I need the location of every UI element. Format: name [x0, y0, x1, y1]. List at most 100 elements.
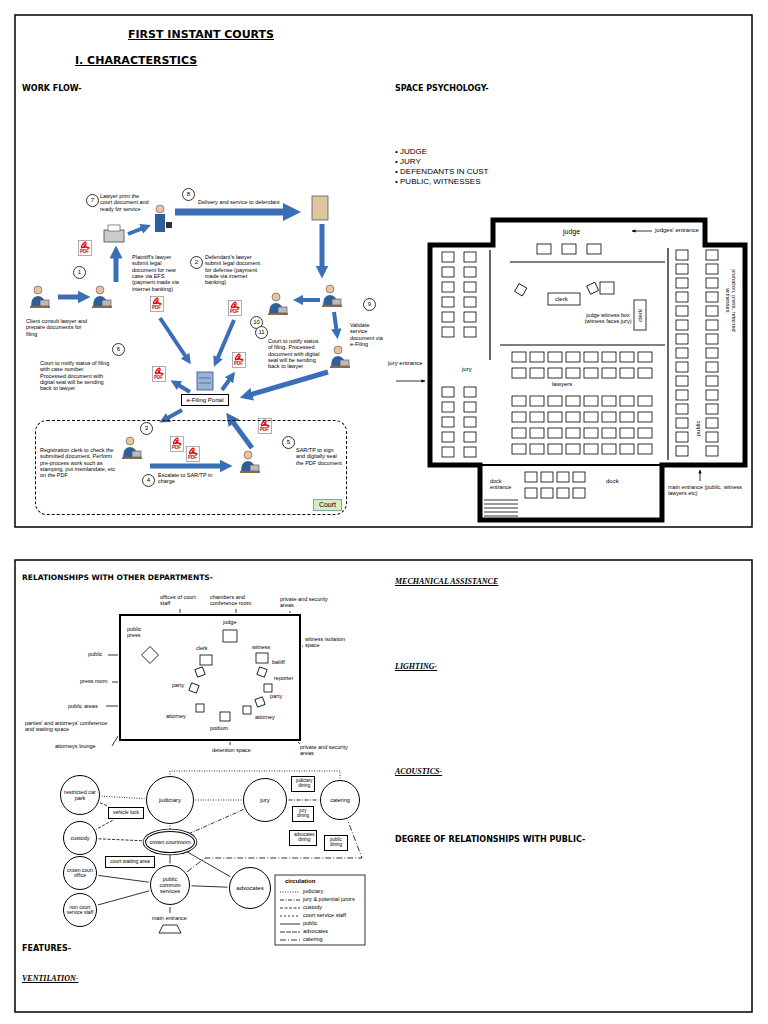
text-label: jury — [462, 366, 472, 373]
department-bubble: public common services — [150, 865, 190, 905]
department-bubble: crown court office — [63, 856, 97, 890]
callout-number: 1 — [73, 266, 86, 279]
text-label: • JURY — [395, 157, 421, 166]
callout-number: 11 — [255, 326, 268, 339]
legend-text: advocates — [303, 928, 328, 934]
callout-number: 4 — [142, 474, 155, 487]
text-label: dock entrance — [490, 478, 522, 491]
text-label: main entrance — [152, 915, 187, 921]
circulation-line — [99, 839, 144, 841]
text-label: offices of court staff — [160, 594, 202, 607]
process-box: public dining — [324, 835, 348, 851]
text-label: judge — [563, 228, 580, 236]
section-heading: WORK FLOW- — [22, 84, 82, 93]
text-label: Registration clerk to check the submitte… — [40, 447, 116, 479]
circulation-line — [187, 852, 231, 877]
circulation-line — [192, 886, 228, 887]
legend-sample — [280, 897, 300, 903]
node-text: vehicle lock — [113, 810, 139, 816]
text-label: clerk — [555, 296, 568, 303]
legend-row: public — [280, 920, 317, 927]
text-label: private and security areas — [300, 744, 355, 757]
circulation-line — [98, 875, 148, 882]
text-label: attorney — [166, 713, 186, 719]
process-box: jury dining — [292, 806, 314, 822]
text-label: bailiff — [272, 659, 285, 665]
section-heading: SPACE PSYCHOLOGY- — [395, 84, 489, 93]
section-heading: DEGREE OF RELATIONSHIPS WITH PUBLIC- — [395, 835, 585, 844]
callout-number: 2 — [190, 256, 203, 269]
callout-number: 3 — [140, 422, 153, 435]
circulation-line — [170, 826, 171, 830]
text-label: public — [88, 651, 102, 657]
circulation-line — [196, 800, 242, 801]
text-label: public — [696, 420, 703, 436]
section-heading: MECHANICAL ASSISTANCE — [395, 577, 498, 586]
text-label: lawyers — [552, 381, 572, 388]
legend-row: advocates — [280, 928, 328, 935]
circulation-line — [98, 891, 150, 905]
text-label: clerk — [637, 309, 644, 322]
legend-sample — [280, 905, 300, 911]
process-box: e-Filing Portal — [181, 394, 228, 407]
text-label: • JUDGE — [395, 147, 427, 156]
text-label: reporter — [274, 675, 293, 681]
text-label: clerk — [196, 645, 208, 651]
legend-sample — [280, 889, 300, 895]
text-label: main entrance (public, witness lawyers e… — [668, 484, 742, 497]
text-label: probation, press, retained witnesses — [725, 260, 738, 340]
legend-text: judiciary — [303, 888, 323, 894]
node-text: court waiting area — [110, 859, 149, 865]
pdf-tag: PDF — [188, 455, 197, 460]
department-bubble: catering — [320, 780, 360, 820]
section-heading: FEATURES- — [22, 944, 71, 953]
callout-number: 5 — [282, 436, 295, 449]
node-text: advocates — [236, 885, 263, 892]
text-label: witness isolation space — [305, 636, 353, 649]
node-text: judiciary dining — [296, 779, 313, 789]
node-text: e-Filing Portal — [186, 397, 223, 404]
pdf-tag: PDF — [234, 361, 243, 366]
node-text: Court — [313, 499, 342, 511]
text-label: witness — [252, 644, 270, 650]
text-label: • PUBLIC, WITNESSES — [395, 177, 480, 186]
node-text: crown court office — [66, 868, 94, 879]
section-heading: RELATIONSHIPS WITH OTHER DEPARTMENTS- — [22, 574, 213, 583]
text-label: private and security areas — [280, 596, 335, 609]
legend-text: public — [303, 920, 317, 926]
department-bubble: non court service staff — [63, 893, 97, 927]
process-box: judiciary dining — [291, 776, 315, 792]
text-label: Lawyer print the court document and read… — [100, 193, 150, 212]
node-text: jury dining — [297, 809, 309, 819]
pdf-tag: PDF — [152, 305, 161, 310]
node-text: advocates dining — [294, 833, 315, 843]
text-label: public areas — [68, 703, 98, 709]
node-text: judiciary — [159, 797, 181, 804]
legend-text: jury & potential jurors — [303, 896, 355, 902]
text-label: attorney — [255, 714, 275, 720]
callout-number: 7 — [86, 194, 99, 207]
text-label: chambers and conference room — [210, 594, 265, 607]
pdf-tag: PDF — [172, 445, 181, 450]
callout-number: 9 — [363, 298, 376, 311]
legend-text: custody — [303, 904, 322, 910]
legend-sample — [280, 921, 300, 927]
pdf-tag: PDF — [260, 427, 269, 432]
page-title: FIRST INSTANT COURTS — [128, 29, 274, 42]
department-bubble: custody — [63, 821, 97, 855]
text-label: parties' and attorneys' conference and w… — [25, 720, 115, 733]
node-text: custody — [71, 835, 90, 841]
circulation-line — [170, 855, 171, 864]
callout-number: 8 — [182, 188, 195, 201]
text-label: Defendant's lawyer submit legal document… — [205, 254, 263, 286]
circulation-line — [100, 803, 108, 806]
circulation-line — [96, 820, 112, 829]
node-text: non court service staff — [66, 905, 94, 916]
text-label: Escalate to SAR/TP in charge — [158, 472, 214, 485]
section-heading: LIGHTING- — [395, 662, 437, 671]
process-box: vehicle lock — [108, 807, 144, 819]
text-label: public press — [127, 626, 155, 639]
circulation-line — [289, 800, 319, 801]
text-label: SAR/TP to sign and digitally seal the PD… — [296, 447, 342, 466]
text-label: Validate service document via e-Filing — [350, 322, 384, 347]
